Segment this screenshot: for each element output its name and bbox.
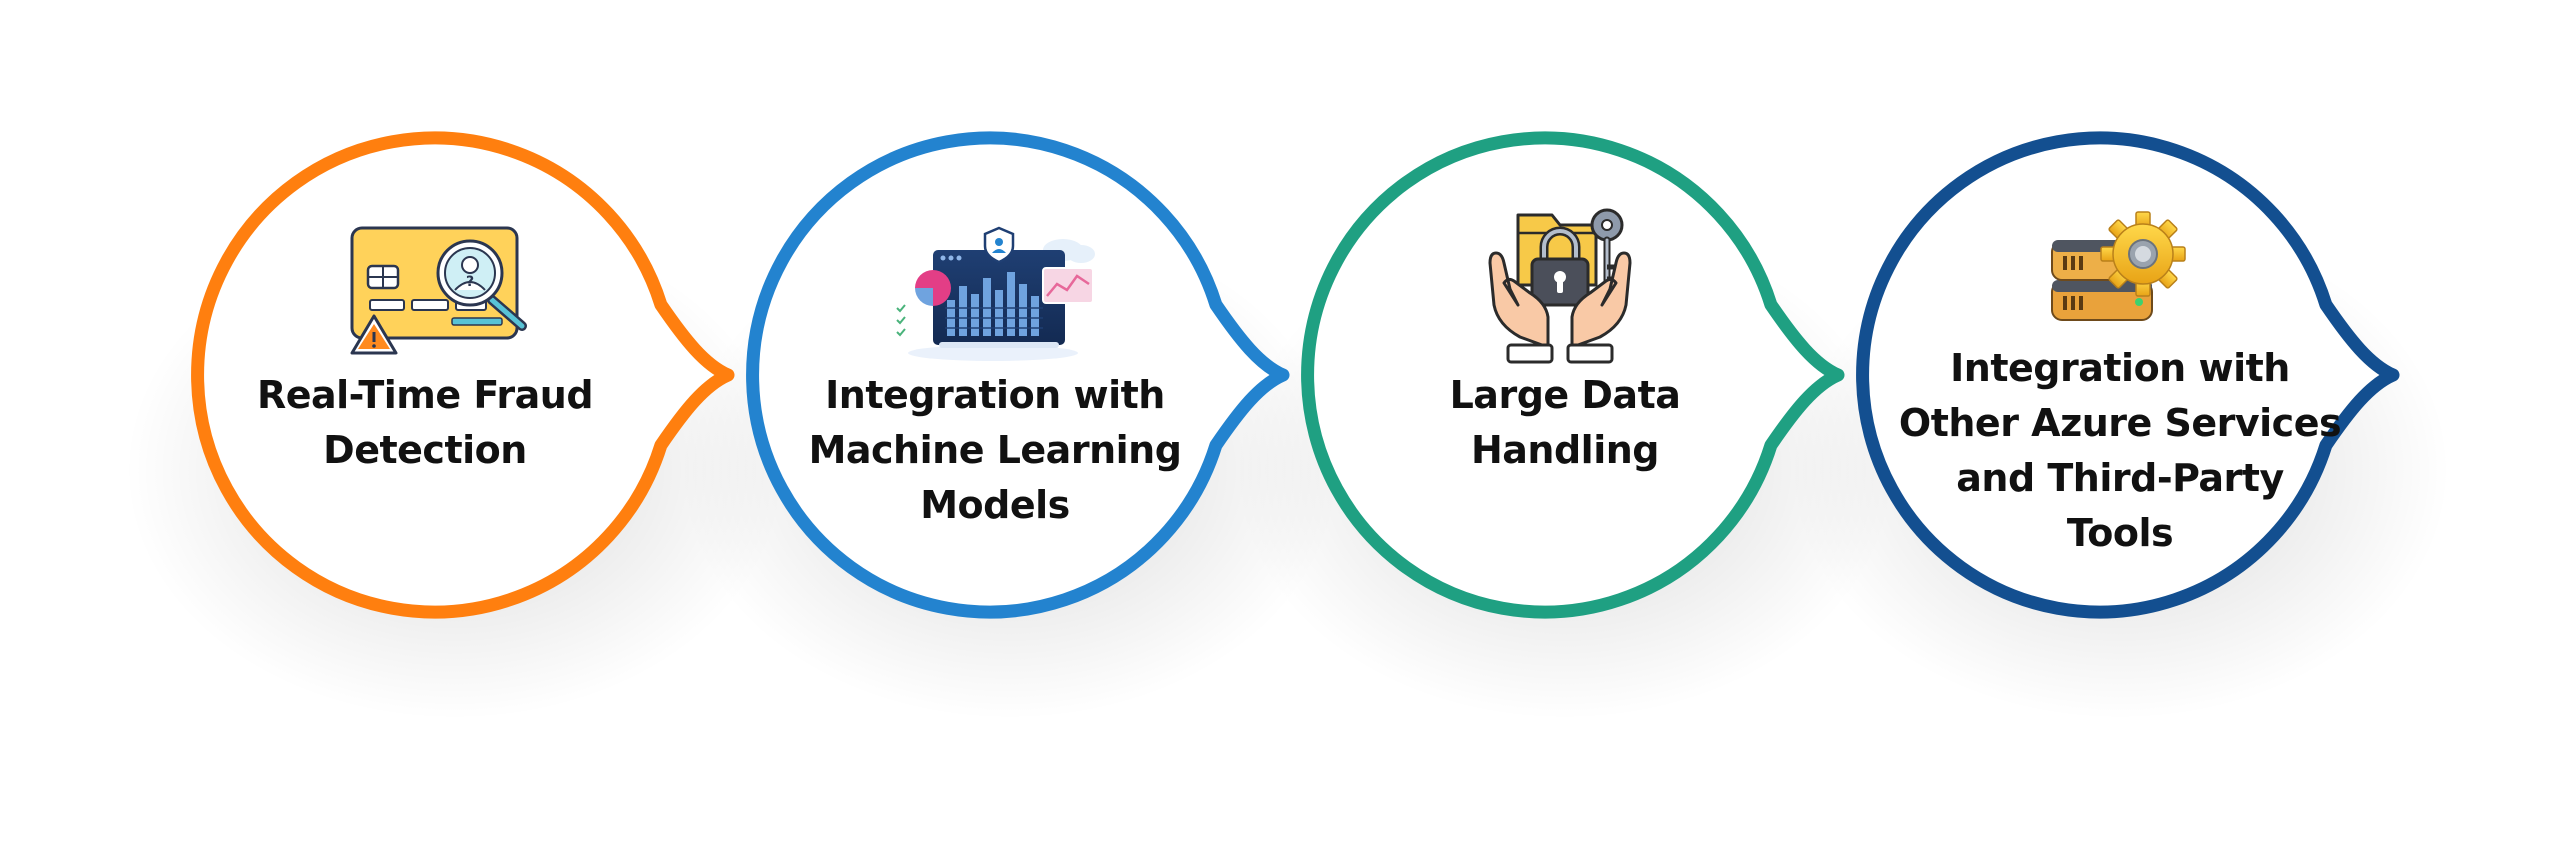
svg-text:?: ? bbox=[466, 274, 474, 290]
ml-analytics-dashboard-icon bbox=[896, 226, 1095, 361]
step-3-label: Large Data Handling bbox=[1449, 373, 1681, 472]
server-gear-icon bbox=[2051, 211, 2186, 321]
credit-card-fraud-search-icon: ? bbox=[350, 226, 527, 355]
step-2-label: Integration with Machine Learning Models bbox=[808, 373, 1182, 527]
secure-data-hands-icon bbox=[1488, 208, 1632, 364]
step-1-label: Real-Time Fraud Detection bbox=[256, 373, 594, 472]
step-bubble-1 bbox=[191, 131, 735, 619]
step-bubbles bbox=[191, 131, 2400, 619]
step-bubble-4 bbox=[1856, 131, 2400, 619]
step-bubble-2 bbox=[746, 131, 1290, 619]
step-bubble-3 bbox=[1301, 131, 1845, 619]
step-4-label: Integration with Other Azure Services an… bbox=[1898, 346, 2342, 555]
